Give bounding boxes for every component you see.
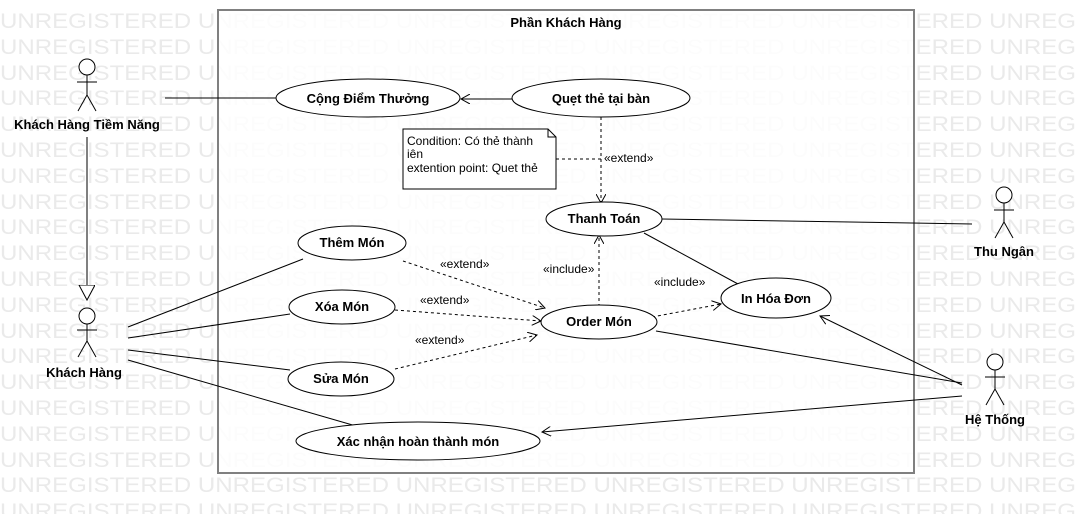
assoc-customer-edit: [127, 349, 291, 371]
assoc-payment-cashier: [661, 218, 973, 225]
svg-text:Xóa Món: Xóa Món: [315, 299, 369, 314]
usecase-add-points[interactable]: Cộng Điểm Thưởng: [275, 78, 461, 118]
svg-text:Sửa Món: Sửa Món: [313, 371, 369, 386]
stereo-extend-edit: «extend»: [415, 333, 465, 347]
svg-text:Thanh Toán: Thanh Toán: [568, 211, 641, 226]
usecase-swipe-card[interactable]: Quẹt thẻ tại bàn: [511, 78, 691, 118]
assoc-payment-invoice: [643, 232, 739, 285]
note-line-2: iên: [407, 147, 423, 161]
usecase-print-invoice[interactable]: In Hóa Đơn: [720, 277, 832, 319]
actor-customer[interactable]: [77, 307, 97, 358]
svg-text:Cộng Điểm Thưởng: Cộng Điểm Thưởng: [307, 91, 430, 106]
svg-text:In Hóa Đơn: In Hóa Đơn: [741, 291, 811, 306]
usecase-delete-item[interactable]: Xóa Món: [288, 289, 396, 325]
actor-cashier[interactable]: [994, 186, 1014, 239]
associations: [127, 98, 973, 432]
extend-edit-order[interactable]: [394, 335, 537, 370]
system-title: Phần Khách Hàng: [510, 15, 621, 30]
assoc-system-invoice[interactable]: [820, 316, 963, 386]
actor-system[interactable]: [985, 353, 1005, 406]
assoc-customer-confirm: [127, 359, 357, 427]
actor-potential-customer[interactable]: [77, 58, 97, 112]
actor-label-system: Hệ Thống: [965, 412, 1025, 427]
usecase-payment[interactable]: Thanh Toán: [545, 201, 663, 237]
assoc-order-system: [655, 330, 963, 384]
assoc-system-confirm[interactable]: [542, 395, 963, 432]
usecase-order[interactable]: Order Món: [540, 304, 658, 340]
condition-note[interactable]: Condition: Có thẻ thành iên extention po…: [402, 128, 557, 190]
stereo-extend-add: «extend»: [440, 257, 490, 271]
actor-label-potential-customer: Khách Hàng Tiềm Năng: [14, 117, 160, 132]
actor-label-cashier: Thu Ngân: [974, 244, 1034, 259]
watermark-row: UNREGISTERED UNREGISTERED UNREGISTERED U…: [0, 474, 1076, 497]
extend-add-order[interactable]: [402, 260, 545, 308]
dependencies: [394, 117, 721, 370]
note-line-1: Condition: Có thẻ thành: [407, 134, 533, 148]
usecase-edit-item[interactable]: Sửa Món: [287, 361, 395, 397]
stereo-extend-swipe: «extend»: [604, 151, 654, 165]
svg-text:Order Món: Order Món: [566, 314, 632, 329]
stereo-extend-delete: «extend»: [420, 293, 470, 307]
usecase-add-item[interactable]: Thêm Món: [297, 225, 407, 261]
watermark-row: UNREGISTERED UNREGISTERED UNREGISTERED U…: [0, 500, 1076, 514]
svg-text:Xác nhận hoàn thành món: Xác nhận hoàn thành món: [337, 434, 500, 449]
stereo-include-invoice: «include»: [654, 275, 706, 289]
svg-text:Thêm Món: Thêm Món: [320, 235, 385, 250]
usecase-confirm-done[interactable]: Xác nhận hoàn thành món: [295, 421, 541, 461]
assoc-customer-add: [127, 258, 304, 328]
note-line-3: extention point: Quet thẻ: [407, 161, 538, 175]
actor-label-customer: Khách Hàng: [46, 365, 122, 380]
extend-delete-order[interactable]: [394, 309, 541, 321]
stereo-include-payment: «include»: [543, 262, 595, 276]
svg-text:Quẹt thẻ tại bàn: Quẹt thẻ tại bàn: [552, 91, 650, 106]
assoc-customer-delete: [127, 313, 291, 339]
